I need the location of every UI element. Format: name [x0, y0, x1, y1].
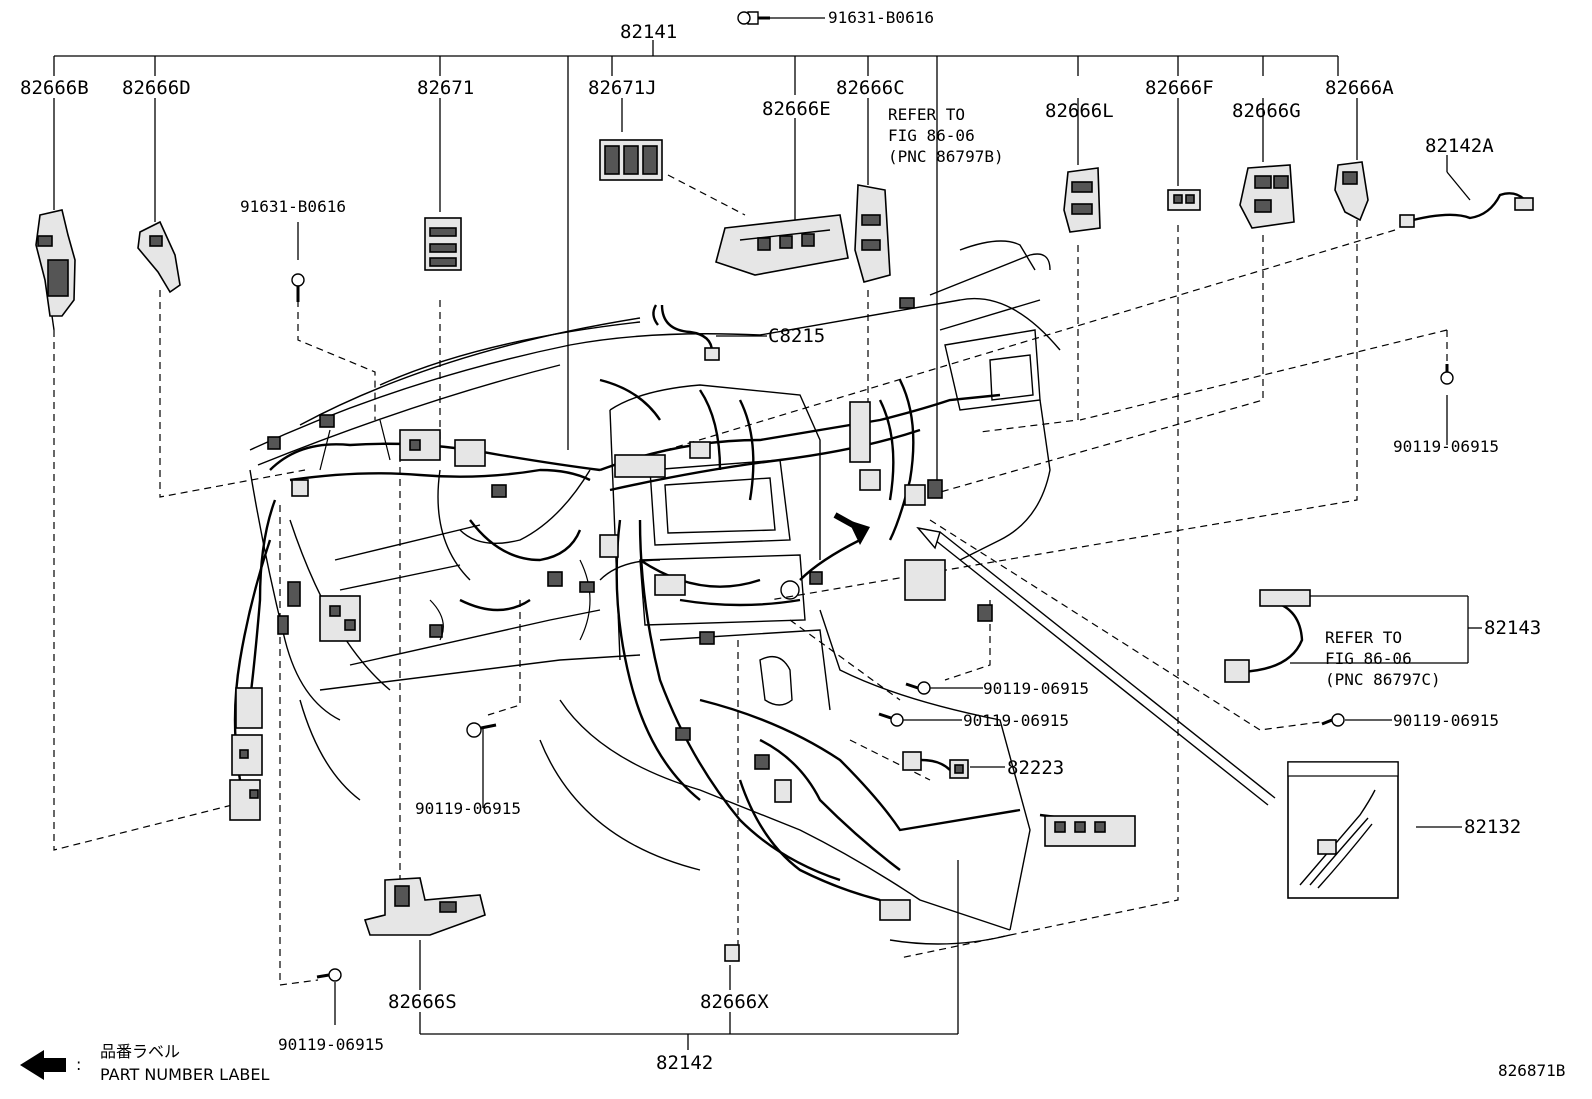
refer-note-86797B: REFER TO FIG 86-06 (PNC 86797B) — [888, 105, 1004, 166]
bolt-icon — [1440, 364, 1454, 385]
part-82132 — [1287, 761, 1399, 899]
wire-harness-main — [233, 378, 1021, 902]
part-C8215 — [652, 304, 720, 361]
label-82143: 82143 — [1484, 617, 1541, 639]
label-82666C: 82666C — [836, 77, 905, 99]
refer-note-line: FIG 86-06 — [1325, 649, 1412, 668]
label-90119-mid2: 90119-06915 — [963, 711, 1069, 730]
legend: : 品番ラベル PART NUMBER LABEL — [20, 1042, 269, 1084]
bolt-icon — [1321, 713, 1345, 727]
bolt-icon — [466, 722, 497, 738]
label-90119-right-top: 90119-06915 — [1393, 437, 1499, 456]
refer-note-line: (PNC 86797B) — [888, 147, 1004, 166]
part-82223 — [902, 751, 969, 779]
label-82666D: 82666D — [122, 77, 191, 99]
label-C8215: C8215 — [768, 325, 825, 347]
part-82142-harness-end — [1039, 813, 1136, 847]
label-82142A: 82142A — [1425, 135, 1494, 157]
bracket-82141 — [53, 40, 1339, 480]
label-82666E: 82666E — [762, 98, 831, 120]
label-82666X: 82666X — [700, 991, 769, 1013]
refer-note-line: (PNC 86797C) — [1325, 670, 1441, 689]
bolt-icon — [905, 681, 931, 695]
label-90119-right-bot: 90119-06915 — [1393, 711, 1499, 730]
part-82666D — [137, 220, 181, 294]
label-82141: 82141 — [620, 21, 677, 43]
part-82666G — [1239, 164, 1295, 229]
label-82666F: 82666F — [1145, 77, 1214, 99]
label-82666B: 82666B — [20, 77, 89, 99]
label-90119-left-mid: 90119-06915 — [415, 799, 521, 818]
label-82666A: 82666A — [1325, 77, 1394, 99]
part-82666L — [1063, 167, 1101, 233]
part-82671J — [599, 139, 663, 181]
part-82666X — [724, 944, 740, 962]
label-82671J: 82671J — [588, 77, 657, 99]
refer-note-line: REFER TO — [1325, 628, 1402, 647]
bolt-icon — [878, 712, 904, 727]
arrow-icon — [833, 512, 870, 545]
label-82142: 82142 — [656, 1052, 713, 1074]
label-90119-mid1: 90119-06915 — [983, 679, 1089, 698]
label-90119-bottom: 90119-06915 — [278, 1035, 384, 1054]
part-82143 — [1224, 589, 1311, 683]
part-82666C — [854, 184, 915, 309]
label-91631-left: 91631-B0616 — [240, 197, 346, 216]
part-82666E — [715, 214, 849, 276]
label-82671: 82671 — [417, 77, 474, 99]
label-82223: 82223 — [1007, 757, 1064, 779]
refer-note-line: FIG 86-06 — [888, 126, 975, 145]
arrow-left-icon — [20, 1050, 66, 1080]
refer-note-86797C: REFER TO FIG 86-06 (PNC 86797C) — [1325, 628, 1441, 689]
part-82666S — [363, 877, 486, 936]
label-82666G: 82666G — [1232, 100, 1301, 122]
part-82671 — [424, 217, 462, 271]
dashed-relations — [53, 174, 1448, 986]
bolt-icon — [291, 273, 305, 302]
bolt-icon — [316, 968, 342, 982]
part-82666B — [35, 209, 76, 331]
legend-colon: : — [76, 1055, 81, 1074]
label-91631-top: 91631-B0616 — [828, 8, 934, 27]
label-82666S: 82666S — [388, 991, 457, 1013]
part-82666F — [1167, 189, 1201, 211]
part-82142A — [1399, 192, 1534, 228]
legend-japanese: 品番ラベル — [100, 1042, 180, 1061]
legend-english: PART NUMBER LABEL — [100, 1065, 269, 1084]
part-82666A — [1334, 161, 1369, 222]
refer-note-line: REFER TO — [888, 105, 965, 124]
label-82666L: 82666L — [1045, 100, 1114, 122]
figure-code: 826871B — [1498, 1061, 1565, 1080]
harness-connectors — [229, 401, 993, 921]
label-82132: 82132 — [1464, 816, 1521, 838]
bolt-icon — [737, 11, 770, 25]
pointer-line — [916, 526, 1276, 806]
